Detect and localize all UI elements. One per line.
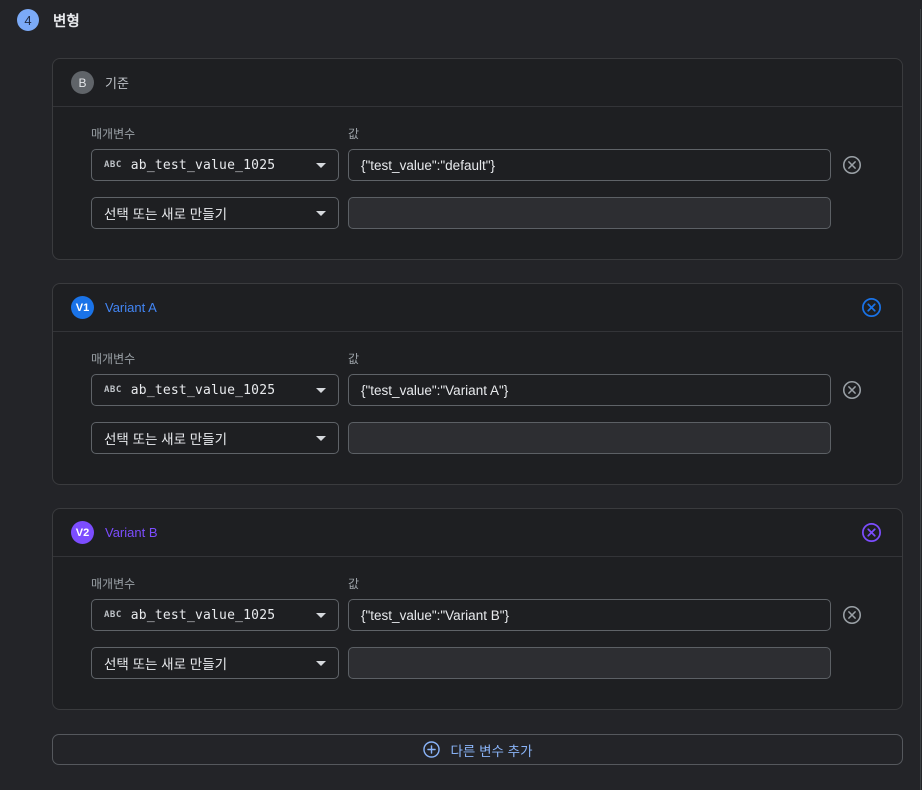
value-label: 값 <box>348 577 360 591</box>
value-label: 값 <box>348 352 360 366</box>
plus-circle-icon <box>423 741 441 758</box>
new-parameter-value-input[interactable] <box>348 647 831 679</box>
parameter-label: 매개변수 <box>91 577 136 591</box>
variant-a-card-header: V1 Variant A <box>53 284 902 332</box>
baseline-value-input[interactable] <box>348 149 831 181</box>
baseline-card-header: B 기준 <box>53 59 902 107</box>
step-title: 변형 <box>53 13 80 30</box>
baseline-card: B 기준 매개변수 값 ABC ab_test_value_1025 <box>52 58 903 260</box>
circle-x-icon <box>861 523 881 542</box>
string-type-icon: ABC <box>104 385 122 395</box>
variant-cards-container: B 기준 매개변수 값 ABC ab_test_value_1025 <box>52 58 903 765</box>
variant-b-card-header: V2 Variant B <box>53 509 902 557</box>
baseline-title: 기준 <box>105 76 129 91</box>
variant-b-value-input[interactable] <box>348 599 831 631</box>
parameter-dropdown[interactable]: ABC ab_test_value_1025 <box>91 374 339 406</box>
chevron-down-icon <box>316 435 326 441</box>
variant-b-title: Variant B <box>105 525 158 540</box>
remove-variant-b-button[interactable] <box>859 521 883 545</box>
remove-parameter-row-button[interactable] <box>840 378 864 402</box>
variant-b-card: V2 Variant B 매개변수 값 ABC ab_test_value_10… <box>52 508 903 710</box>
new-parameter-dropdown-placeholder: 선택 또는 새로 만들기 <box>104 657 228 672</box>
parameter-label: 매개변수 <box>91 127 136 141</box>
step-number-badge: 4 <box>17 9 39 31</box>
window-right-edge <box>920 9 921 790</box>
step-header: 4 변형 <box>17 9 922 31</box>
circle-x-icon <box>842 605 862 625</box>
circle-x-icon <box>842 155 862 175</box>
new-parameter-dropdown[interactable]: 선택 또는 새로 만들기 <box>91 197 339 229</box>
chevron-down-icon <box>316 162 326 168</box>
parameter-dropdown[interactable]: ABC ab_test_value_1025 <box>91 149 339 181</box>
new-parameter-dropdown[interactable]: 선택 또는 새로 만들기 <box>91 422 339 454</box>
variant-a-value-input[interactable] <box>348 374 831 406</box>
string-type-icon: ABC <box>104 610 122 620</box>
variant-a-card: V1 Variant A 매개변수 값 ABC ab_test_value_10… <box>52 283 903 485</box>
variant-b-badge: V2 <box>71 521 94 544</box>
remove-variant-a-button[interactable] <box>859 296 883 320</box>
new-parameter-value-input[interactable] <box>348 197 831 229</box>
chevron-down-icon <box>316 612 326 618</box>
variant-a-title: Variant A <box>105 300 157 315</box>
circle-x-icon <box>861 298 881 317</box>
parameter-dropdown-value: ab_test_value_1025 <box>130 157 276 173</box>
parameter-dropdown[interactable]: ABC ab_test_value_1025 <box>91 599 339 631</box>
new-parameter-dropdown-placeholder: 선택 또는 새로 만들기 <box>104 207 228 222</box>
parameter-dropdown-value: ab_test_value_1025 <box>130 607 276 623</box>
baseline-badge: B <box>71 71 94 94</box>
parameter-label: 매개변수 <box>91 352 136 366</box>
baseline-card-content: 매개변수 값 ABC ab_test_value_1025 <box>53 107 902 259</box>
value-label: 값 <box>348 127 360 141</box>
variant-a-badge: V1 <box>71 296 94 319</box>
variant-a-card-content: 매개변수 값 ABC ab_test_value_1025 <box>53 332 902 484</box>
remove-parameter-row-button[interactable] <box>840 153 864 177</box>
variant-b-card-content: 매개변수 값 ABC ab_test_value_1025 <box>53 557 902 709</box>
circle-x-icon <box>842 380 862 400</box>
new-parameter-dropdown-placeholder: 선택 또는 새로 만들기 <box>104 432 228 447</box>
new-parameter-dropdown[interactable]: 선택 또는 새로 만들기 <box>91 647 339 679</box>
parameter-dropdown-value: ab_test_value_1025 <box>130 382 276 398</box>
add-variable-button-label: 다른 변수 추가 <box>450 743 533 759</box>
remove-parameter-row-button[interactable] <box>840 603 864 627</box>
new-parameter-value-input[interactable] <box>348 422 831 454</box>
add-variable-button[interactable]: 다른 변수 추가 <box>52 734 903 765</box>
string-type-icon: ABC <box>104 160 122 170</box>
chevron-down-icon <box>316 387 326 393</box>
chevron-down-icon <box>316 660 326 666</box>
chevron-down-icon <box>316 210 326 216</box>
